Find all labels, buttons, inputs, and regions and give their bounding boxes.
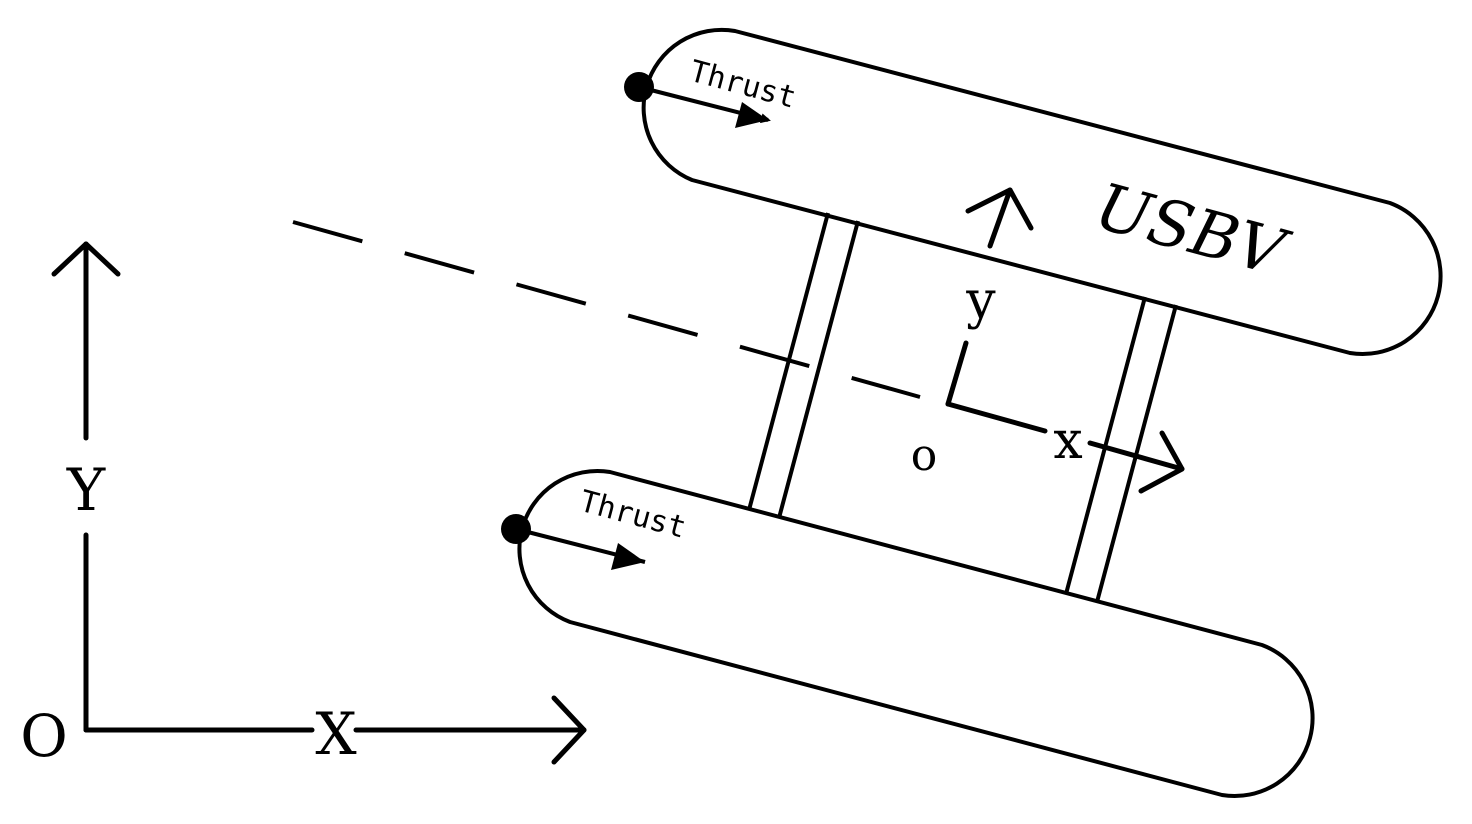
body-frame	[945, 187, 1185, 494]
body-x-axis-left	[945, 401, 1048, 434]
thrust-arrowhead-bottom	[611, 543, 645, 570]
body-x-label: x	[1053, 411, 1082, 471]
vessel-label: USBV	[1088, 170, 1297, 292]
thrust-arrowhead-top	[735, 102, 768, 128]
body-y-axis-lower	[945, 340, 969, 407]
global-y-label: Y	[66, 456, 106, 524]
global-x-label: X	[315, 700, 357, 768]
body-x-axis-right	[1087, 440, 1185, 472]
body-y-arrowhead	[965, 187, 1034, 231]
upper-hull	[641, 27, 1443, 357]
heading-dashed-line	[292, 220, 921, 399]
body-x-arrowhead	[1138, 430, 1185, 494]
global-origin-label: O	[20, 702, 68, 770]
body-y-label: y	[965, 271, 996, 331]
body-origin-label: o	[911, 430, 938, 481]
global-y-arrowhead	[51, 241, 121, 277]
lower-hull	[517, 468, 1315, 799]
thrust-label-bottom: Thrust	[576, 484, 690, 546]
global-x-arrowhead	[551, 695, 587, 765]
global-frame	[51, 241, 587, 765]
body-y-axis-upper	[987, 187, 1013, 249]
